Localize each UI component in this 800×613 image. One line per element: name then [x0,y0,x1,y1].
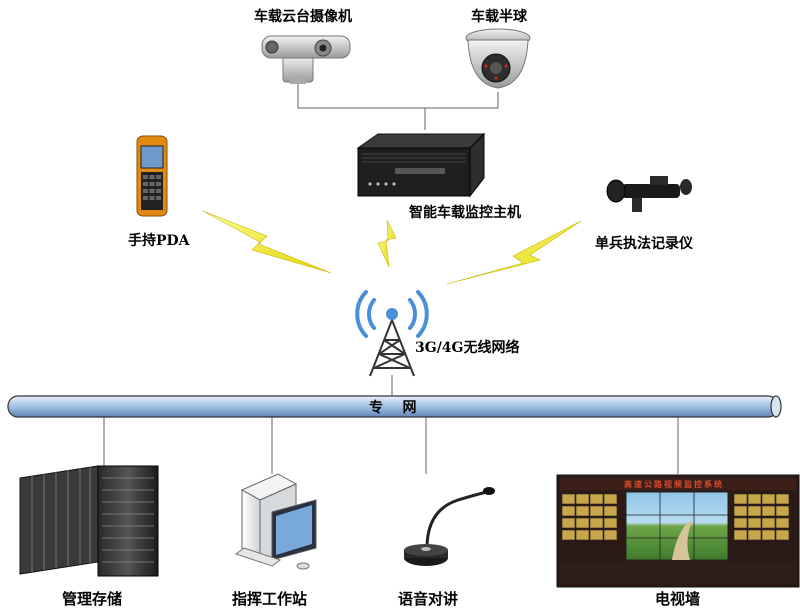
workstation-icon [234,473,317,570]
wireless-links [202,210,582,285]
ptz-camera-icon [261,35,351,84]
network-label: 3G/4G无线网络 [415,340,520,356]
host-dvr-icon [356,132,486,198]
bolt-recorder [446,220,582,285]
workstation-label: 指挥工作站 [232,590,308,608]
ptz-camera-label: 车载云台摄像机 [254,9,352,25]
intercom-label: 语音对讲 [398,590,459,608]
private-network-bus [7,395,782,418]
bus-drops [103,375,679,474]
wireless-tower-icon [355,290,429,377]
recorder-icon [606,176,692,212]
dome-camera-label: 车载半球 [471,9,527,25]
storage-racks-icon [19,465,159,577]
camera-connectors [297,84,499,130]
bolt-host [377,219,397,268]
wall-right-tiles [733,493,790,541]
bolt-pda [202,210,332,274]
storage-label: 管理存储 [62,590,123,608]
recorder-label: 单兵执法记录仪 [595,236,693,252]
wall-left-tiles [561,493,618,541]
private-network-label: 专 网 [369,400,417,416]
dome-camera-icon [465,28,531,89]
video-wall-icon [556,474,800,588]
videowall-label: 电视墙 [655,590,701,608]
host-label: 智能车载监控主机 [409,205,521,221]
microphone-icon [404,487,495,566]
pda-icon [136,135,168,217]
videowall-banner: 高速公路视频监控系统 [624,479,724,489]
pda-label: 手持PDA [128,233,190,249]
